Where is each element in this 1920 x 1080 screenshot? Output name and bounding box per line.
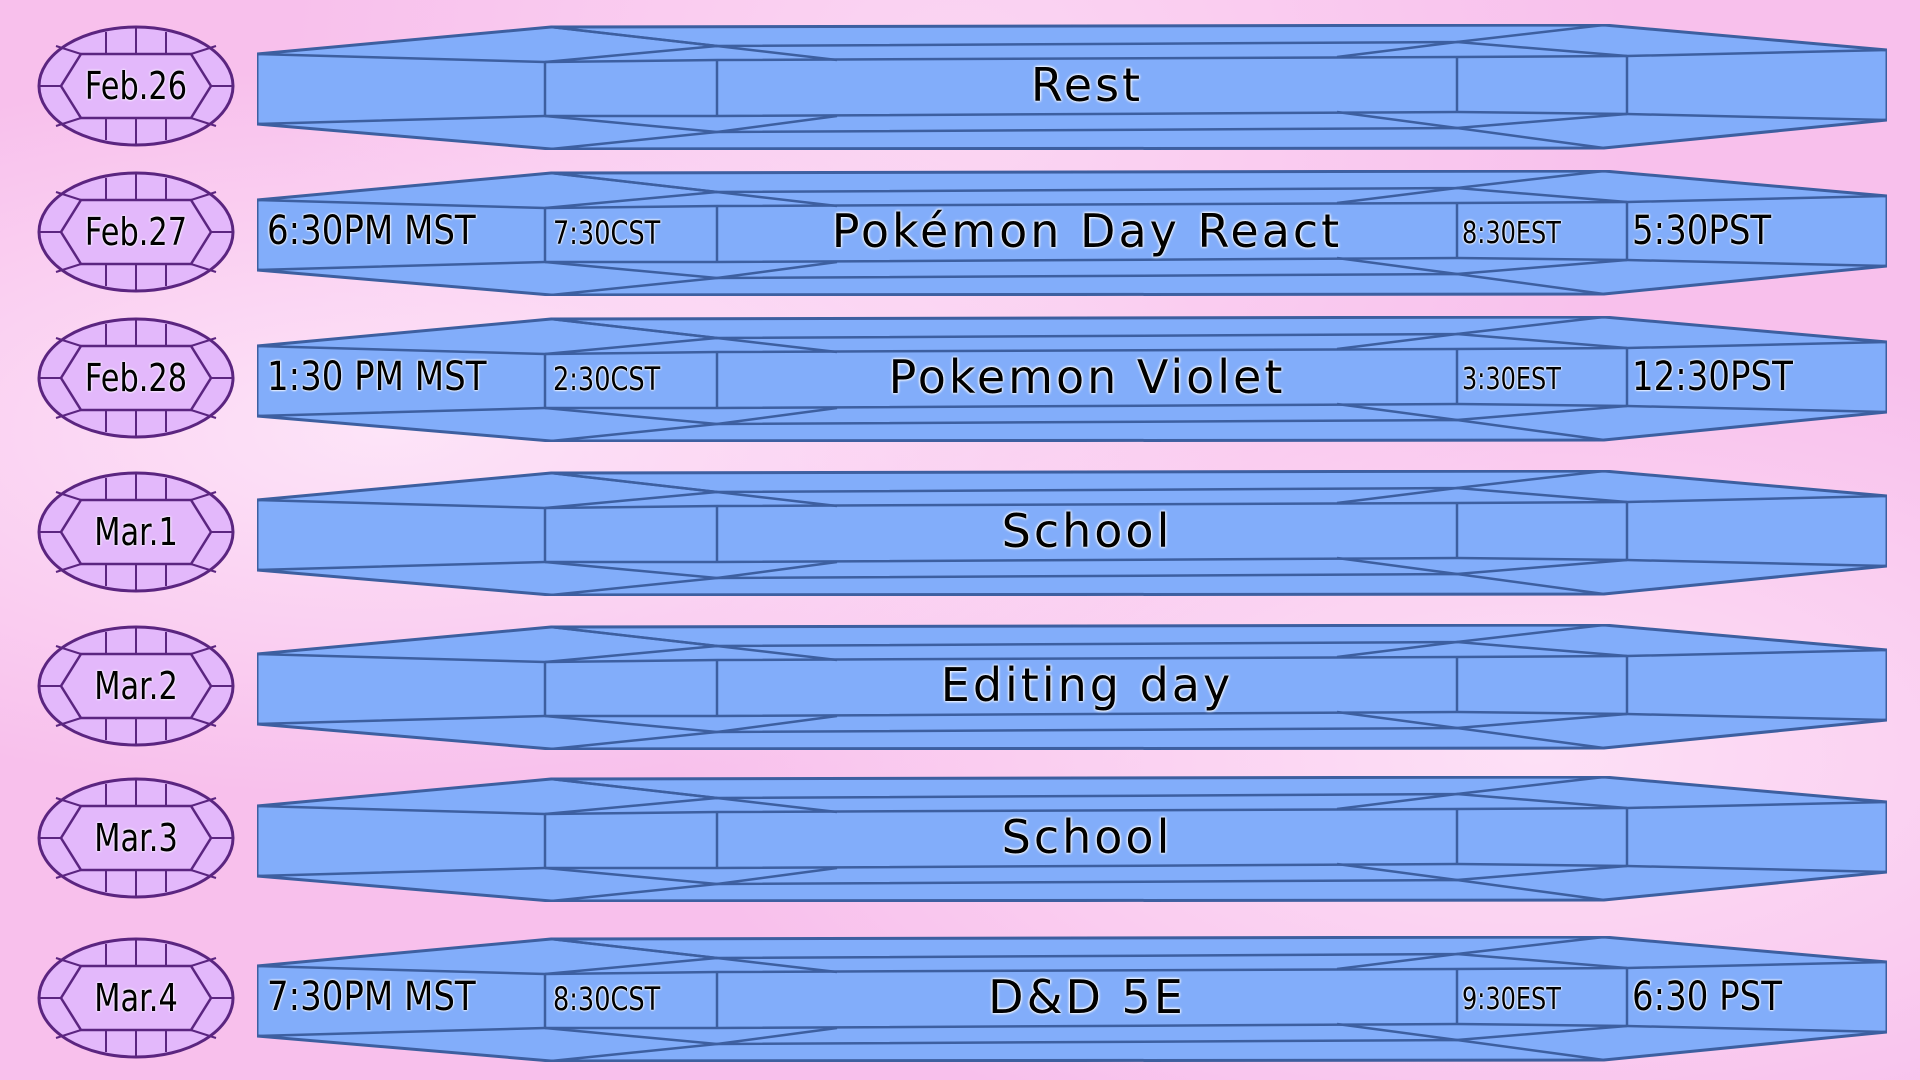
event-title: D&D 5E <box>988 970 1186 1024</box>
crystal-shape <box>257 936 1887 1062</box>
event-crystal: Rest <box>257 24 1887 150</box>
time-pst: 12:30PST <box>1632 354 1793 400</box>
gem-badge-icon <box>37 777 235 899</box>
event-title: School <box>1001 504 1173 558</box>
time-cst: 7:30CST <box>553 214 661 252</box>
gem-badge-icon <box>37 471 235 593</box>
date-label: Feb.28 <box>84 356 188 400</box>
time-cst: 8:30CST <box>553 980 661 1018</box>
crystal-shape <box>257 316 1887 442</box>
schedule-row: Feb.28 1:30 PM MST 2:30CST Pokemon Viole… <box>0 316 1920 442</box>
crystal-shape <box>257 776 1887 902</box>
time-mst: 7:30PM MST <box>267 974 476 1020</box>
crystal-shape <box>257 24 1887 150</box>
date-badge: Mar.2 <box>36 624 236 748</box>
time-mst: 6:30PM MST <box>267 208 476 254</box>
time-est: 9:30EST <box>1462 982 1561 1017</box>
date-badge: Feb.27 <box>36 170 236 294</box>
date-label: Mar.4 <box>94 976 178 1020</box>
gem-badge-icon <box>37 937 235 1059</box>
gem-badge-icon <box>37 25 235 147</box>
time-pst: 5:30PST <box>1632 208 1772 254</box>
event-title: Rest <box>1030 58 1144 112</box>
event-title: Pokémon Day React <box>831 204 1343 258</box>
schedule-row: Feb.27 6:30PM MST 7:30CST Pokémon Day Re… <box>0 170 1920 296</box>
schedule-row: Mar.2 Editing day <box>0 624 1920 750</box>
date-badge: Mar.4 <box>36 936 236 1060</box>
time-est: 3:30EST <box>1462 362 1561 397</box>
time-pst: 6:30 PST <box>1632 974 1783 1020</box>
schedule-row: Mar.4 7:30PM MST 8:30CST D&D 5E 9:30EST … <box>0 936 1920 1062</box>
crystal-shape <box>257 470 1887 596</box>
date-badge: Feb.26 <box>36 24 236 148</box>
crystal-shape <box>257 624 1887 750</box>
date-label: Mar.2 <box>94 664 178 708</box>
schedule-row: Mar.3 School <box>0 776 1920 902</box>
gem-badge-icon <box>37 317 235 439</box>
event-title: Editing day <box>940 658 1234 712</box>
time-cst: 2:30CST <box>553 360 661 398</box>
event-crystal: 6:30PM MST 7:30CST Pokémon Day React 8:3… <box>257 170 1887 296</box>
event-crystal: 1:30 PM MST 2:30CST Pokemon Violet 3:30E… <box>257 316 1887 442</box>
crystal-shape <box>257 170 1887 296</box>
schedule-row: Feb.26 Rest <box>0 24 1920 150</box>
date-badge: Mar.3 <box>36 776 236 900</box>
date-badge: Feb.28 <box>36 316 236 440</box>
date-badge: Mar.1 <box>36 470 236 594</box>
gem-badge-icon <box>37 171 235 293</box>
date-label: Mar.1 <box>94 510 178 554</box>
date-label: Mar.3 <box>94 816 178 860</box>
event-title: School <box>1001 810 1173 864</box>
event-title: Pokemon Violet <box>888 350 1286 404</box>
date-label: Feb.27 <box>84 210 188 254</box>
event-crystal: Editing day <box>257 624 1887 750</box>
time-mst: 1:30 PM MST <box>267 354 487 400</box>
gem-badge-icon <box>37 625 235 747</box>
date-label: Feb.26 <box>84 64 188 108</box>
schedule-row: Mar.1 School <box>0 470 1920 596</box>
event-crystal: School <box>257 470 1887 596</box>
event-crystal: 7:30PM MST 8:30CST D&D 5E 9:30EST 6:30 P… <box>257 936 1887 1062</box>
time-est: 8:30EST <box>1462 216 1561 251</box>
event-crystal: School <box>257 776 1887 902</box>
